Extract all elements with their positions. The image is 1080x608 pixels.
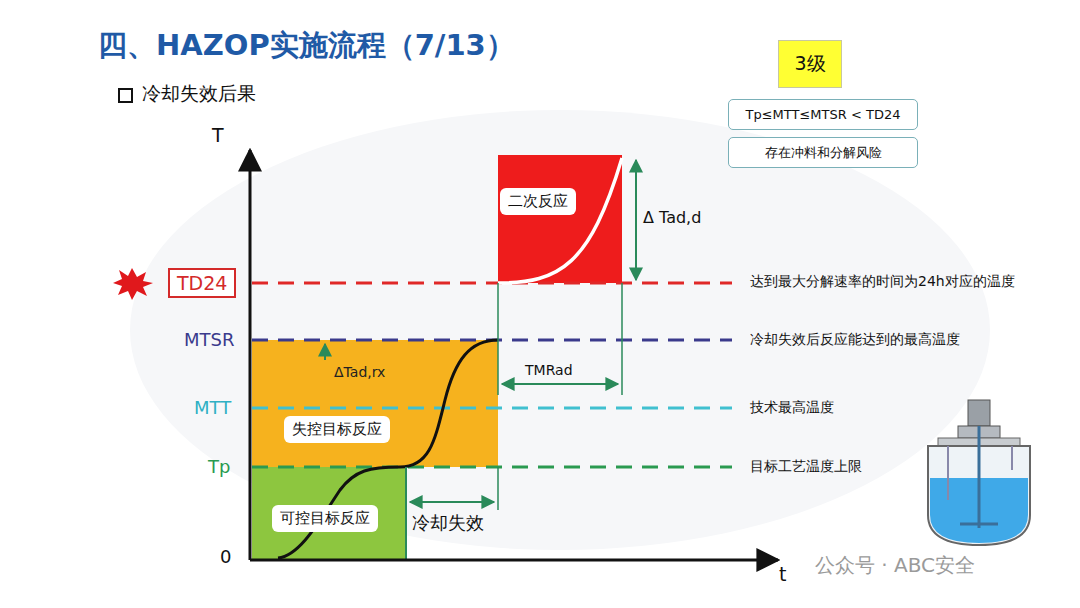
node-text: 二次反应 (508, 192, 568, 211)
dtad-d-arrow (635, 160, 637, 280)
reaction-curve (278, 340, 498, 558)
secondary-region (498, 155, 622, 283)
level-label: MTSR (184, 329, 234, 351)
checkbox-bullet (119, 89, 132, 102)
slide-title: 四、HAZOP实施流程（7/13） (98, 28, 515, 63)
level-note: 达到最大分解速率的时间为24h对应的温度 (750, 273, 1015, 290)
level-note: 技术最高温度 (750, 399, 834, 416)
level-label: MTT (194, 397, 231, 419)
decomposition-curve (498, 158, 622, 283)
watermark: 公众号 · ABC安全 (812, 553, 978, 577)
mtt-line (252, 407, 732, 410)
node-text: TD24 (177, 272, 227, 294)
level-note: 目标工艺温度上限 (750, 458, 862, 475)
dimension-label: TMRad (525, 362, 573, 379)
label-box: 可控目标反应 (272, 505, 378, 532)
level-badge: 3级 (778, 40, 842, 88)
risk-box: 存在冲料和分解风险 (728, 137, 918, 168)
cooling-fail-line (405, 467, 407, 560)
node-text: Tp≤MTT≤MTSR < TD24 (746, 107, 901, 122)
node-text: 存在冲料和分解风险 (765, 144, 882, 162)
level-label: Tp (208, 456, 230, 478)
tp-line (252, 466, 732, 469)
axis-label: t (779, 563, 786, 586)
runaway-band: ΔTad,rx 失控目标反应 (252, 340, 498, 467)
cooling-fail-arrow (410, 501, 494, 503)
dtad-rx-arrow (324, 344, 326, 360)
tmr-end-line (621, 283, 623, 395)
condition-box: Tp≤MTT≤MTSR < TD24 (728, 99, 918, 130)
td24-line (252, 282, 732, 285)
node-text: ΔTad,rx (334, 364, 385, 380)
td24-box: TD24 (168, 268, 236, 298)
node-text: 失控目标反应 (292, 420, 382, 439)
tmr-start-line (497, 283, 499, 395)
label-box: 失控目标反应 (284, 416, 390, 443)
controlled-region (252, 467, 405, 560)
dimension-label: Δ Tad,d (643, 208, 701, 227)
reactor-illustration (928, 400, 1030, 545)
dimension-label: 冷却失效 (412, 512, 484, 534)
axis-label: T (212, 124, 224, 147)
cf-end-line (497, 467, 499, 510)
subtitle: 冷却失效后果 (142, 82, 256, 105)
tmrad-arrow (502, 383, 618, 385)
node-text: 可控目标反应 (280, 509, 370, 528)
x-axis (250, 559, 778, 562)
label-box: 二次反应 (500, 188, 576, 215)
y-axis (249, 150, 252, 560)
node-text: 3级 (794, 51, 825, 77)
level-note: 冷却失效后反应能达到的最高温度 (750, 331, 960, 348)
explosion-star (113, 268, 153, 300)
origin-label: 0 (220, 546, 231, 568)
